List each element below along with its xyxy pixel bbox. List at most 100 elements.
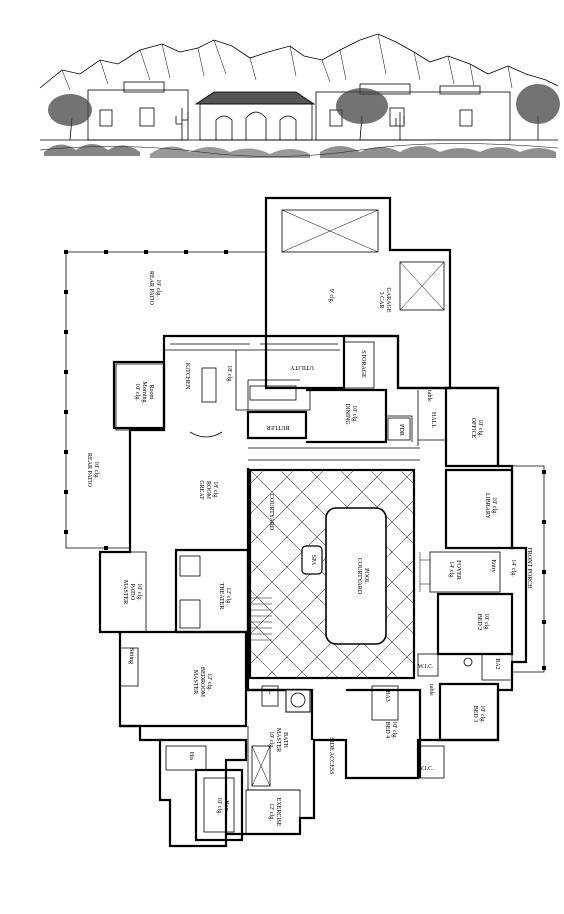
kitchen-label: KITCHEN [184, 363, 190, 390]
kitchen-island [201, 367, 217, 403]
storage-room [343, 341, 375, 389]
garage-door-2 [399, 261, 445, 311]
porch-clg: 14' clg. [510, 559, 516, 577]
table-label-2: table [428, 684, 434, 696]
rear-patio-side-clg: 10' clg. [93, 461, 99, 479]
hers-closet [194, 768, 244, 842]
room-labels: REAR PATIO 10' clg. REAR PATIO 10' clg. … [86, 271, 532, 827]
storage-label: STORAGE [360, 350, 366, 378]
tree-left [48, 94, 92, 141]
rear-patio-top-label: REAR PATIO [148, 271, 154, 306]
tree-right [516, 84, 560, 140]
foyer-clg: 14' clg. [448, 561, 454, 579]
theater-label: THEATER [218, 583, 224, 610]
garage-walls [264, 196, 452, 390]
house-outer-walls [98, 334, 528, 848]
bed-4-clg: 10' clg. [391, 721, 397, 739]
exercise-label: EXERCISE [275, 798, 281, 827]
front-porch-outline [512, 465, 545, 673]
spa [301, 545, 323, 575]
exercise-clg: 12' clg. [268, 803, 274, 821]
tiled-roof [194, 91, 316, 105]
office-clg: 10' clg. [477, 419, 483, 437]
pdr-label: PDR [398, 424, 404, 436]
garage-clg: 9' clg. [328, 289, 334, 304]
bed-3-clg: 10' clg. [479, 705, 485, 723]
office-label: OFFICE [470, 418, 476, 439]
wic-1-label: W.I.C. [418, 664, 434, 670]
great-room-label-2: ROOM [205, 481, 211, 500]
butler-label: BUTLER [266, 424, 289, 430]
dining-clg: 10' clg. [351, 405, 357, 423]
his-label: His [188, 752, 194, 761]
ba-2-label: BA2 [494, 658, 500, 669]
courtyard-pool [325, 507, 387, 645]
master-bedroom-label-2: BEDROOM [199, 667, 205, 698]
master-bath-label-1: MASTER [275, 728, 281, 752]
morning-room-clg: 10' clg. [134, 383, 140, 401]
wic-2-label: W.I.C. [418, 766, 434, 772]
great-room-curved-bar [189, 431, 223, 438]
front-elevation-illustration [39, 33, 560, 158]
bath-2 [481, 653, 513, 681]
arched-door [245, 111, 267, 140]
pool-label-2: POOL [363, 568, 369, 584]
exercise-room [245, 789, 301, 835]
rear-patio-top-clg: 10' clg. [155, 279, 161, 297]
theater-clg: 12' clg. [225, 587, 231, 605]
dining-label: DINING [344, 403, 350, 425]
side-access-label: SIDE ACCESS [328, 737, 334, 774]
great-room-clg: 18' clg. [212, 481, 218, 499]
front-porch-label: FRONT PORCH [526, 547, 532, 589]
library-label: LIBRARY [484, 493, 490, 520]
toilet-label: T [268, 690, 272, 696]
shrubs [44, 144, 140, 156]
tree-middle [336, 88, 388, 141]
pool-label-1: COURTYARD [356, 558, 362, 595]
floor-plan [64, 196, 546, 848]
morning-room-label-1: Morning [141, 382, 147, 403]
garage-label-1: 3 CAR [378, 292, 384, 309]
garage-door-1 [281, 209, 379, 253]
rear-patio-posts [64, 250, 228, 550]
master-patio-label-2: PATIO [129, 584, 135, 601]
wic-2 [417, 745, 445, 779]
left-wing [87, 89, 189, 141]
mountain-ridge [39, 33, 559, 89]
hall-label: HALL [430, 412, 436, 428]
table-label-1: table [426, 390, 432, 402]
spa-label: SPA [310, 555, 316, 566]
hers-label: Hers [223, 800, 229, 812]
cactus [175, 108, 189, 140]
hers-clg: 10' clg. [216, 797, 222, 815]
great-room-label-1: GREAT [198, 480, 204, 500]
foyer [429, 551, 501, 593]
rear-patio-side-label: REAR PATIO [86, 453, 92, 488]
master-bedroom-label-1: MASTER [192, 670, 198, 694]
foyer-label: FOYER [455, 560, 461, 580]
library-clg: 10' clg. [491, 497, 497, 515]
bed-4-label: BED 4 [384, 722, 390, 739]
garage-label-2: GARAGE [385, 288, 391, 313]
theater-stair [250, 597, 272, 641]
bed-2-label: BED 2 [476, 614, 482, 631]
pdr [387, 417, 411, 441]
morning-room [112, 360, 166, 430]
bed-3-label: BED 3 [472, 706, 478, 723]
master-bath-clg: 10' clg. [268, 731, 274, 749]
master-tub [285, 689, 311, 713]
master-patio-clg: 10' clg. [136, 583, 142, 601]
master-bedroom-clg: 12' clg. [206, 673, 212, 691]
shower [251, 745, 271, 787]
master-bath-label-2: BATH [282, 732, 288, 748]
morning-room-label-2: Room [148, 385, 154, 400]
bed-2-clg: 10' clg. [483, 613, 489, 631]
right-wing [315, 91, 511, 141]
sitting-label: Sitting [128, 648, 134, 664]
master-patio-label-1: MASTER [122, 580, 128, 604]
front-porch-posts [542, 470, 546, 670]
entry-label: Entry [490, 559, 496, 572]
ba-3-label: BA3 [384, 690, 390, 701]
courtyard-label: COURTYARD [268, 494, 274, 531]
